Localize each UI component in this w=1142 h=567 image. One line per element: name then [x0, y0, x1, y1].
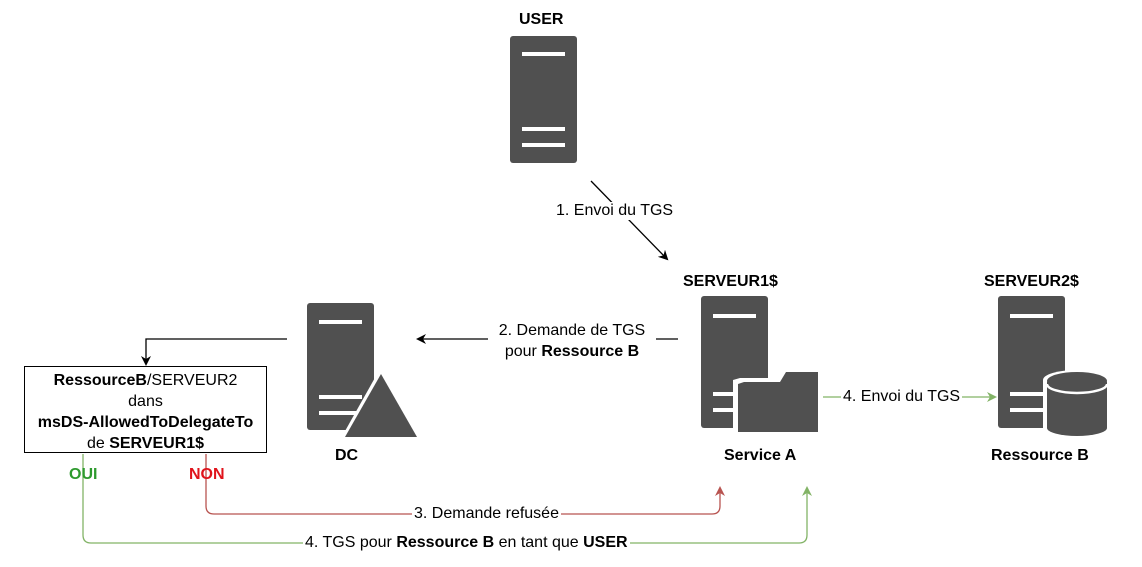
dc-caption: DC	[335, 447, 359, 464]
branch-no-label: NON	[189, 466, 225, 483]
check-account: SERVEUR1$	[109, 435, 205, 452]
dc-server-icon	[307, 303, 422, 440]
serveur1-caption: Service A	[724, 447, 797, 464]
check-line-1: RessourceB/SERVEUR2	[25, 370, 266, 391]
step2-line-2: pour Ressource B	[490, 341, 654, 362]
edge-label-step4-final: 4. TGS pour Ressource B en tant que USER	[303, 534, 630, 552]
step4-user: USER	[583, 534, 628, 551]
delegation-check-box: RessourceB/SERVEUR2 dans msDS-AllowedToD…	[24, 366, 267, 453]
serveur2-server-icon	[998, 296, 1111, 440]
check-prefix: de	[86, 435, 110, 452]
step4-mid: en tant que	[494, 534, 584, 551]
user-title: USER	[519, 11, 564, 28]
step2-line-1: 2. Demande de TGS	[498, 322, 646, 339]
serveur2-caption: Ressource B	[991, 447, 1089, 464]
step2-resource: Ressource B	[541, 343, 640, 360]
check-line-4: de SERVEUR1$	[25, 433, 266, 454]
serveur2-title: SERVEUR2$	[984, 273, 1079, 290]
edge-label-step4-send: 4. Envoi du TGS	[841, 388, 963, 406]
step4-prefix: 4. TGS pour	[305, 534, 397, 551]
step2-prefix: pour	[504, 343, 542, 360]
edge-dc-to-check	[141, 338, 287, 366]
serveur1-server-icon	[701, 296, 823, 437]
check-resource-name: RessourceB	[53, 372, 147, 389]
edge-label-step1: 1. Envoi du TGS	[554, 202, 676, 220]
user-server-icon	[510, 36, 577, 163]
check-line-3: msDS-AllowedToDelegateTo	[37, 414, 254, 431]
check-resource-host: /SERVEUR2	[146, 372, 238, 389]
serveur1-title: SERVEUR1$	[683, 273, 778, 290]
step4-resource: Ressource B	[396, 534, 495, 551]
edge-label-step3: 3. Demande refusée	[412, 505, 561, 523]
edge-label-step2: 2. Demande de TGS pour Ressource B	[488, 320, 656, 362]
branch-yes-label: OUI	[69, 466, 98, 483]
check-line-2: dans	[128, 393, 163, 410]
edge-step1	[590, 180, 669, 261]
